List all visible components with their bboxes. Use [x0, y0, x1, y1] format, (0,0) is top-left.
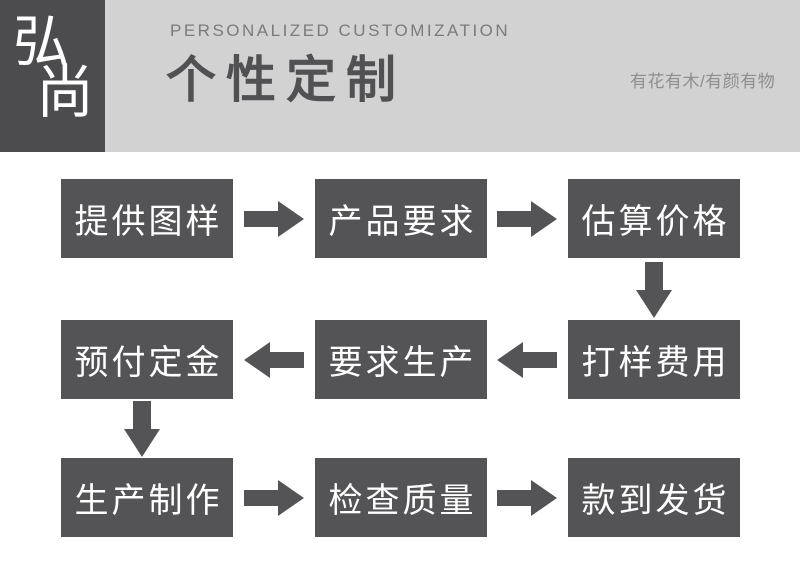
flow-step-pay-deposit: 预付定金 — [61, 320, 233, 399]
arrow-right-icon — [244, 478, 304, 518]
flow-step-ship-on-payment: 款到发货 — [568, 458, 740, 537]
arrow-left-icon — [244, 340, 304, 380]
arrow-right-icon — [244, 199, 304, 239]
arrow-down-icon — [634, 262, 674, 318]
header-tagline: 有花有木/有颜有物 — [630, 72, 776, 91]
arrow-right-icon — [497, 199, 557, 239]
flow-step-provide-artwork: 提供图样 — [61, 179, 233, 258]
arrow-right-icon — [497, 478, 557, 518]
header-banner: 弘 尚 PERSONALIZED CUSTOMIZATION 个性定制 有花有木… — [0, 0, 800, 152]
page-title: 个性定制 — [166, 52, 406, 108]
arrow-left-icon — [497, 340, 557, 380]
flow-step-production: 生产制作 — [61, 458, 233, 537]
arrow-down-icon — [122, 401, 162, 457]
flow-step-sampling-fee: 打样费用 — [568, 320, 740, 399]
flow-step-product-requirements: 产品要求 — [315, 179, 487, 258]
logo-char-bottom: 尚 — [36, 60, 95, 125]
flow-step-estimate-price: 估算价格 — [568, 179, 740, 258]
brand-logo: 弘 尚 — [0, 0, 105, 152]
flow-step-request-production: 要求生产 — [315, 320, 487, 399]
logo-char-top: 弘 — [13, 10, 69, 73]
header-eyebrow: PERSONALIZED CUSTOMIZATION — [170, 21, 511, 40]
flow-step-quality-check: 检查质量 — [315, 458, 487, 537]
